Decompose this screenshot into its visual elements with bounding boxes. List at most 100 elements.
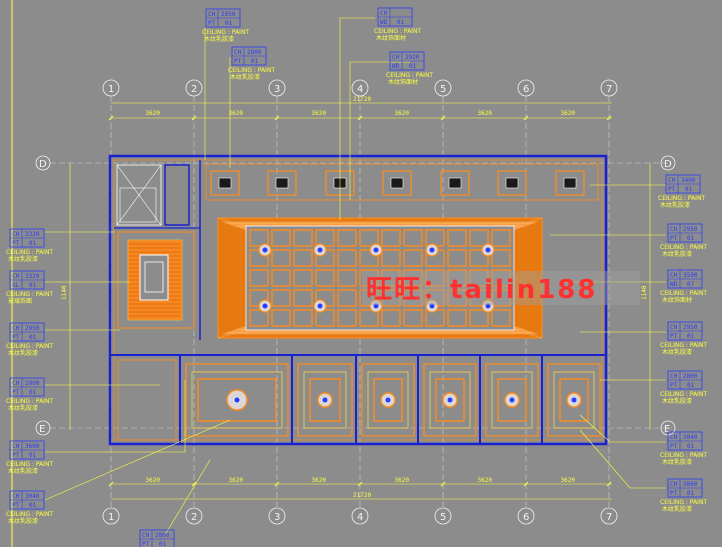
tag-note: CEILING : PAINT — [6, 249, 53, 256]
top-ceiling-light-boxes — [210, 170, 585, 196]
tag-material-value: 01 — [397, 19, 405, 26]
grid-bubble-D — [660, 155, 676, 171]
light-box — [210, 170, 240, 196]
coffer-panel — [491, 269, 511, 287]
coffer-panel — [491, 229, 511, 247]
tag-material-code: PT — [670, 333, 678, 340]
tag-code: CH — [670, 272, 678, 279]
grid-label-6: 6 — [523, 512, 529, 523]
coffer-panel — [491, 289, 511, 307]
tag-note-material: 木纹乳胶漆 — [660, 201, 690, 209]
tag-note: CEILING : PAINT — [660, 391, 707, 398]
top-dimension: 3620 — [146, 110, 161, 117]
light-box — [382, 170, 412, 196]
tag-value: 2920 — [405, 54, 420, 61]
chandelier-center — [429, 303, 435, 309]
tag-code: CH — [380, 10, 388, 17]
bottom-total-dimension: 21720 — [353, 492, 371, 499]
grid-label-6: 6 — [523, 84, 529, 95]
coffer-panel — [425, 269, 445, 287]
top-dimension: 3620 — [229, 110, 244, 117]
tag-code: CH — [670, 481, 678, 488]
tag-material-code: PT — [12, 389, 20, 396]
chandelier-center — [373, 247, 379, 253]
grid-label-5: 5 — [440, 84, 446, 95]
room-chandelier-center — [571, 397, 577, 403]
tag-material-code: PT — [142, 541, 150, 547]
main-hall-coffered-ceiling — [217, 217, 543, 339]
chandelier-center — [317, 303, 323, 309]
tag-note: CEILING : PAINT — [386, 72, 433, 79]
grid-bubble-6 — [517, 79, 535, 97]
tag-code: CH — [12, 273, 20, 280]
tag-value: 3040 — [25, 493, 40, 500]
stair-shaft — [116, 164, 162, 226]
tag-note-material: 木纹饰面材 — [662, 296, 692, 304]
tag-material-code: PT — [670, 235, 678, 242]
downlight — [390, 177, 404, 189]
grid-label-2: 2 — [191, 84, 197, 95]
tag-value: 2800 — [683, 373, 698, 380]
chandelier-center — [485, 303, 491, 309]
tag-material-value: 01 — [29, 334, 37, 341]
coffer-panel — [447, 309, 467, 327]
downlight — [275, 177, 289, 189]
coffer-panel — [403, 249, 423, 267]
coffer-panel — [403, 309, 423, 327]
tag-material-code: PT — [670, 382, 678, 389]
grid-label-4: 4 — [357, 512, 363, 523]
tag-material-value: 01 — [251, 58, 259, 65]
tag-material-code: PT — [668, 186, 676, 193]
tag-code: CH — [208, 11, 216, 18]
tag-note: CEILING : PAINT — [660, 452, 707, 459]
tag-code: CH — [12, 380, 20, 387]
grid-bubble-4 — [351, 79, 369, 97]
tag-value: 2950 — [25, 325, 40, 332]
room-chandelier-center — [322, 397, 328, 403]
tag-code: CH — [234, 49, 242, 56]
tag-code: CH — [670, 226, 678, 233]
tag-note: CEILING : PAINT — [6, 343, 53, 350]
tag-material-code: PT — [208, 20, 216, 27]
coffer-panel — [271, 269, 291, 287]
room-ceiling-core — [497, 378, 527, 422]
watermark-text: 旺旺：tailin188 — [366, 275, 598, 305]
grid-label-5: 5 — [440, 512, 446, 523]
coffer-panel — [271, 309, 291, 327]
tag-note: CEILING : PAINT — [202, 29, 249, 36]
top-dimension: 3620 — [395, 110, 410, 117]
coffer-panel — [447, 229, 467, 247]
tag-material-code: PT — [12, 452, 20, 459]
tag-note-material: 木纹乳胶漆 — [8, 349, 38, 357]
coffer-panel — [337, 249, 357, 267]
coffer-panel — [337, 289, 357, 307]
bottom-dimension: 3620 — [229, 477, 244, 484]
tag-material-value: 01 — [29, 389, 37, 396]
tag-note: CEILING : PAINT — [660, 290, 707, 297]
coffer-panel — [381, 289, 401, 307]
grid-label-D: D — [39, 159, 47, 170]
room-ceiling-core — [309, 378, 341, 422]
grid-bubble-1 — [102, 79, 120, 97]
tag-note-material: 玻璃饰面 — [8, 297, 32, 305]
tag-material-code: PT — [12, 502, 20, 509]
top-dimension: 3620 — [561, 110, 576, 117]
tag-note-material: 木纹乳胶漆 — [662, 250, 692, 258]
room-ceiling-inner — [553, 371, 595, 429]
tag-material-value: 01 — [685, 186, 693, 193]
tag-material-code: WD — [392, 63, 400, 70]
room-ceiling-core — [559, 378, 589, 422]
grid-bubble-E — [35, 420, 51, 436]
right-side-dimension: 1140 — [641, 285, 648, 300]
